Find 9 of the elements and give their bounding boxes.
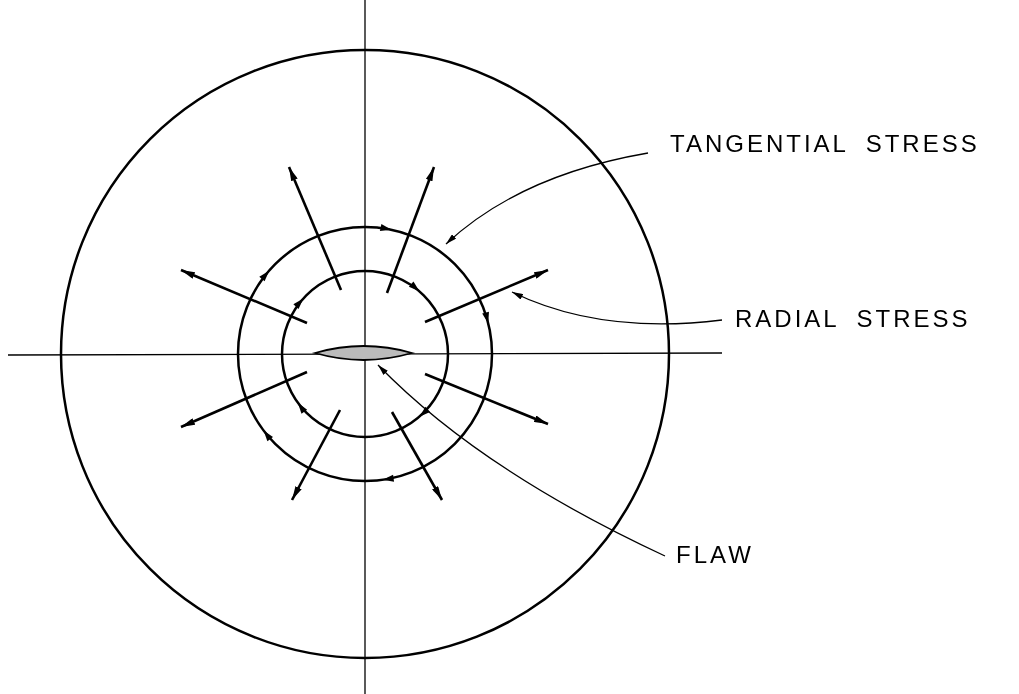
stress-circle xyxy=(236,224,494,483)
part-label: FLAW xyxy=(676,543,754,567)
part-label: RADIAL STRESS xyxy=(735,307,971,331)
part-label: TANGENTIAL STRESS xyxy=(670,132,980,156)
leader-line xyxy=(511,291,723,325)
leader-line xyxy=(445,152,649,245)
leader-line xyxy=(377,364,666,557)
flaw-crack xyxy=(314,345,413,361)
radial-arrow xyxy=(424,268,549,324)
